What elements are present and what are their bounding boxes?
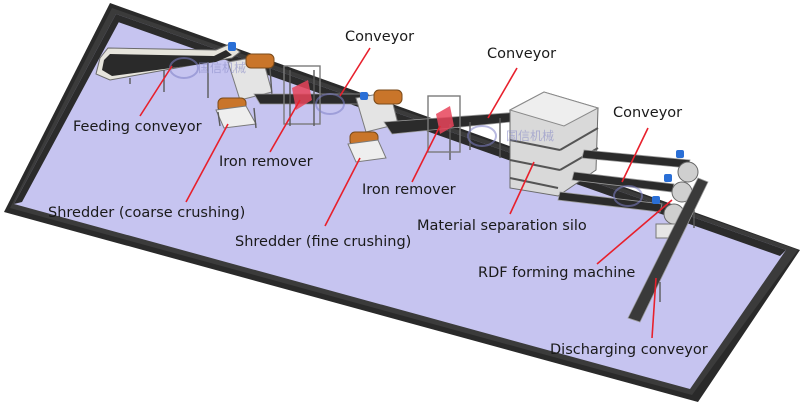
label-conveyor-2: Conveyor xyxy=(487,46,556,62)
motor-icon xyxy=(228,42,236,51)
label-conveyor-1: Conveyor xyxy=(345,29,414,45)
watermark: 国信机械 国信机械 xyxy=(169,57,643,207)
leader-conveyor-2 xyxy=(487,67,518,119)
leader-conveyor-3 xyxy=(621,127,649,183)
label-rdf-forming: RDF forming machine xyxy=(478,265,635,281)
motor-icon xyxy=(676,150,684,158)
leader-lines xyxy=(139,47,673,339)
label-shredder-fine: Shredder (fine crushing) xyxy=(235,234,411,250)
label-iron-remover-1: Iron remover xyxy=(219,154,313,170)
discharging-conveyor-belt xyxy=(627,177,709,323)
label-discharging-conveyor: Discharging conveyor xyxy=(550,342,708,358)
separation-silo-machine xyxy=(508,91,600,197)
leader-iron-remover-2 xyxy=(411,125,441,183)
label-iron-remover-2: Iron remover xyxy=(362,182,456,198)
labels: Feeding conveyor Conveyor Conveyor Conve… xyxy=(48,29,708,358)
floor-platform xyxy=(4,3,800,402)
left-wall xyxy=(14,14,121,204)
coarse-shredder-machine xyxy=(215,53,275,129)
motor-icon xyxy=(664,174,672,182)
leader-feeding-conveyor xyxy=(139,65,173,117)
leader-separation-silo xyxy=(509,161,535,215)
conveyor-3c-belt xyxy=(557,191,663,213)
label-shredder-coarse: Shredder (coarse crushing) xyxy=(48,205,245,221)
label-separation-silo: Material separation silo xyxy=(417,218,587,234)
svg-text:国信机械: 国信机械 xyxy=(198,60,246,75)
label-conveyor-3: Conveyor xyxy=(613,105,682,121)
motor-icon xyxy=(652,196,660,204)
motor-icon xyxy=(360,92,368,100)
leader-shredder-fine xyxy=(324,157,361,227)
leader-iron-remover-1 xyxy=(269,99,301,153)
label-feeding-conveyor: Feeding conveyor xyxy=(73,119,202,135)
platform-floor xyxy=(14,14,786,389)
leader-rdf-forming xyxy=(596,199,673,265)
leader-discharging-conveyor xyxy=(651,277,657,339)
svg-text:国信机械: 国信机械 xyxy=(506,128,554,143)
leader-conveyor-1 xyxy=(339,47,371,97)
feeding-conveyor-machine xyxy=(95,42,241,98)
leader-shredder-coarse xyxy=(185,123,229,203)
